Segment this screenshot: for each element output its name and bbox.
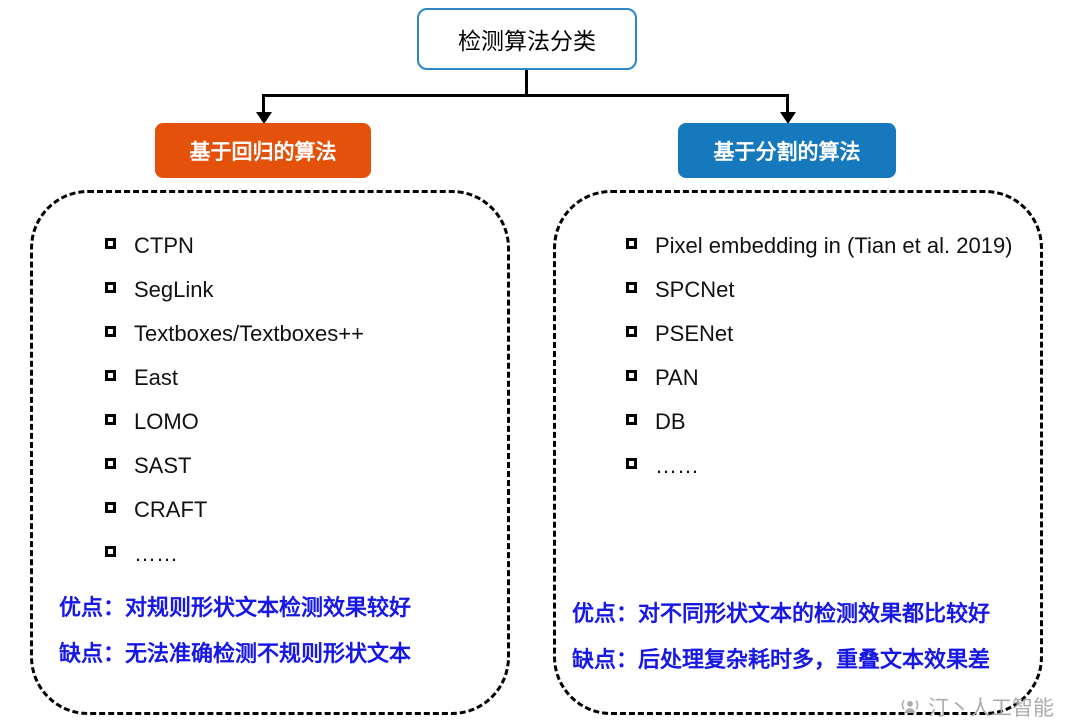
regression-cons-note: 缺点：无法准确检测不规则形状文本	[59, 641, 412, 666]
square-bullet-icon	[105, 414, 116, 425]
algorithm-label: CRAFT	[134, 497, 208, 522]
connector-horizontal	[262, 94, 789, 97]
regression-pros-note: 优点：对规则形状文本检测效果较好	[59, 595, 412, 620]
algorithm-label: East	[134, 365, 179, 390]
root-node-title: 检测算法分类	[458, 28, 596, 54]
root-node: 检测算法分类	[417, 8, 637, 70]
segmentation-pros-note: 优点：对不同形状文本的检测效果都比较好	[572, 601, 991, 626]
square-bullet-icon	[105, 238, 116, 249]
square-bullet-icon	[626, 238, 637, 249]
square-bullet-icon	[105, 282, 116, 293]
connector-left-drop	[262, 96, 265, 113]
square-bullet-icon	[626, 282, 637, 293]
connector-right-drop	[786, 96, 789, 113]
watermark: 汀丶人工智能	[899, 692, 1054, 722]
square-bullet-icon	[105, 370, 116, 381]
algorithm-label: LOMO	[134, 409, 199, 434]
algorithm-item: DB	[626, 407, 1024, 437]
algorithm-item: Pixel embedding in (Tian et al. 2019)	[626, 231, 1024, 261]
branch-segmentation-panel: Pixel embedding in (Tian et al. 2019) SP…	[553, 190, 1043, 715]
square-bullet-icon	[626, 458, 637, 469]
wechat-official-account-icon	[901, 700, 919, 713]
branch-segmentation-header: 基于分割的算法	[678, 123, 896, 178]
arrowhead-left-icon	[256, 112, 272, 124]
algorithm-label: Textboxes/Textboxes++	[134, 321, 364, 346]
algorithm-label: CTPN	[134, 233, 194, 258]
connector-stem	[525, 70, 528, 96]
algorithm-item: East	[105, 363, 489, 393]
watermark-text: 汀丶人工智能	[928, 697, 1054, 720]
algorithm-label: ……	[134, 541, 178, 566]
algorithm-label: PAN	[655, 365, 699, 390]
algorithm-label: SegLink	[134, 277, 214, 302]
algorithm-label: SPCNet	[655, 277, 735, 302]
regression-algorithm-list: CTPN SegLink Textboxes/Textboxes++ East …	[33, 193, 507, 569]
algorithm-item: PAN	[626, 363, 1024, 393]
algorithm-label: ……	[655, 453, 699, 478]
algorithm-item: SegLink	[105, 275, 489, 305]
branch-regression-label: 基于回归的算法	[189, 140, 337, 164]
algorithm-item: Textboxes/Textboxes++	[105, 319, 489, 349]
square-bullet-icon	[105, 326, 116, 337]
algorithm-item: LOMO	[105, 407, 489, 437]
branch-segmentation-label: 基于分割的算法	[713, 140, 861, 164]
algorithm-item: SPCNet	[626, 275, 1024, 305]
algorithm-item: ……	[105, 539, 489, 569]
algorithm-label: PSENet	[655, 321, 734, 346]
branch-regression-header: 基于回归的算法	[155, 123, 371, 178]
algorithm-label: SAST	[134, 453, 192, 478]
algorithm-label: Pixel embedding in (Tian et al. 2019)	[655, 233, 1013, 258]
algorithm-item: ……	[626, 451, 1024, 481]
segmentation-algorithm-list: Pixel embedding in (Tian et al. 2019) SP…	[556, 193, 1040, 481]
square-bullet-icon	[105, 458, 116, 469]
square-bullet-icon	[626, 370, 637, 381]
algorithm-item: CTPN	[105, 231, 489, 261]
algorithm-label: DB	[655, 409, 686, 434]
square-bullet-icon	[626, 326, 637, 337]
algorithm-item: PSENet	[626, 319, 1024, 349]
segmentation-cons-note: 缺点：后处理复杂耗时多，重叠文本效果差	[572, 647, 991, 672]
square-bullet-icon	[105, 502, 116, 513]
arrowhead-right-icon	[780, 112, 796, 124]
square-bullet-icon	[626, 414, 637, 425]
square-bullet-icon	[105, 546, 116, 557]
algorithm-item: SAST	[105, 451, 489, 481]
branch-regression-panel: CTPN SegLink Textboxes/Textboxes++ East …	[30, 190, 510, 715]
algorithm-item: CRAFT	[105, 495, 489, 525]
